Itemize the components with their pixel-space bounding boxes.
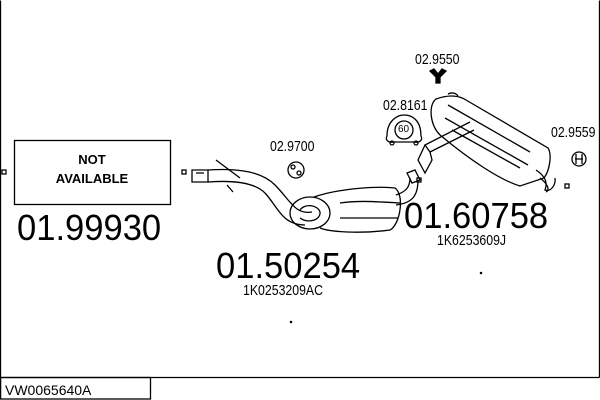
- rubber-ring-icon: [571, 151, 587, 167]
- part-number-01-60758[interactable]: 01.60758: [404, 195, 549, 236]
- dot-mark: [289, 320, 293, 324]
- clamp-size-label: 60: [398, 124, 410, 135]
- code-box: [0, 376, 152, 400]
- accessory-number-02-9559[interactable]: 02.9559: [551, 124, 596, 141]
- rear-muffler-drawing: [417, 92, 556, 193]
- not-available-line2: AVAILABLE: [55, 171, 129, 186]
- dot-mark: [479, 271, 483, 275]
- connector-square: [564, 183, 570, 189]
- connector-square: [181, 169, 187, 175]
- oe-number-1k0253209ac: 1K0253209AC: [243, 282, 324, 299]
- oe-number-1k6253609j: 1K6253609J: [437, 232, 507, 249]
- accessory-number-02-9700[interactable]: 02.9700: [270, 138, 315, 155]
- connector-square: [1, 169, 7, 175]
- part-number-01-99930[interactable]: 01.99930: [17, 207, 162, 248]
- diagram-code: VW0065640A: [5, 382, 92, 398]
- clamp-icon: [385, 114, 423, 146]
- part-number-01-50254[interactable]: 01.50254: [216, 245, 361, 286]
- not-available-line1: NOT: [78, 152, 106, 167]
- accessory-number-02-9550[interactable]: 02.9550: [415, 51, 460, 68]
- accessory-number-02-8161[interactable]: 02.8161: [383, 97, 428, 114]
- hanger-bracket-icon: [428, 68, 448, 84]
- not-available-box: [13, 139, 172, 206]
- rubber-mount-icon: [287, 161, 305, 179]
- connector-square: [416, 177, 422, 183]
- middle-muffler-drawing: [191, 159, 421, 233]
